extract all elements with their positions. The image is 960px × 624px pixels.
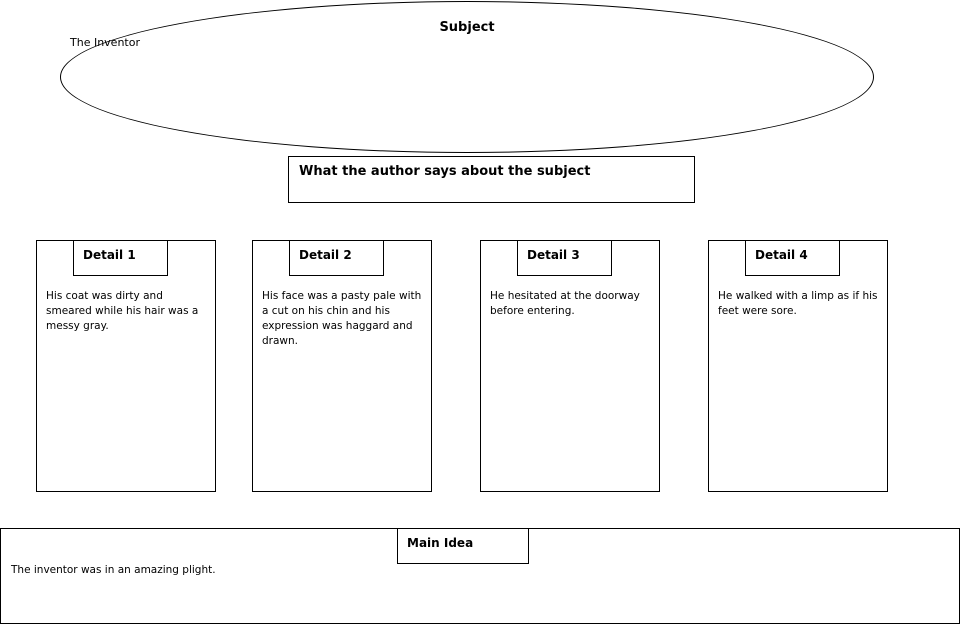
main-idea-box: Main Idea The inventor was in an amazing… [0,528,960,624]
detail-box-4: Detail 4 He walked with a limp as if his… [708,240,888,492]
detail-title-2: Detail 2 [289,240,384,276]
author-says-label: What the author says about the subject [299,164,591,179]
detail-box-2: Detail 2 His face was a pasty pale with … [252,240,432,492]
main-idea-text: The inventor was in an amazing plight. [11,564,216,576]
detail-box-1: Detail 1 His coat was dirty and smeared … [36,240,216,492]
detail-title-4: Detail 4 [745,240,840,276]
detail-text-1: His coat was dirty and smeared while his… [46,290,199,332]
subject-ellipse [60,1,874,153]
detail-text-4: He walked with a limp as if his feet wer… [718,290,878,317]
author-says-box: What the author says about the subject [288,156,695,203]
main-idea-title: Main Idea [397,528,529,564]
detail-title-3: Detail 3 [517,240,612,276]
detail-box-3: Detail 3 He hesitated at the doorway bef… [480,240,660,492]
subject-text: The Inventor [70,36,140,49]
detail-text-3: He hesitated at the doorway before enter… [490,290,640,317]
detail-title-1: Detail 1 [73,240,168,276]
detail-text-2: His face was a pasty pale with a cut on … [262,290,422,347]
subject-title: Subject [439,20,495,35]
